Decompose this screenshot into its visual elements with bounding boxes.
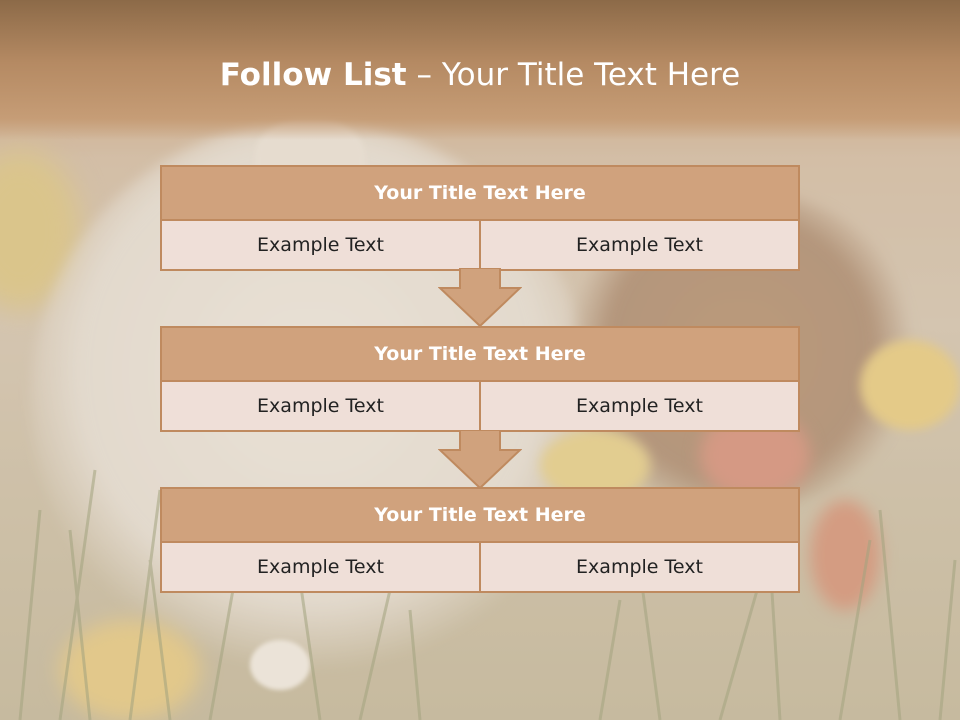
block-title[interactable]: Your Title Text Here <box>160 487 800 543</box>
block-left-cell[interactable]: Example Text <box>160 382 481 432</box>
down-arrow-icon <box>438 430 522 490</box>
block-title[interactable]: Your Title Text Here <box>160 165 800 221</box>
down-arrow-icon <box>438 268 522 328</box>
block-left-cell[interactable]: Example Text <box>160 543 481 593</box>
block-title[interactable]: Your Title Text Here <box>160 326 800 382</box>
block-right-cell[interactable]: Example Text <box>481 382 800 432</box>
list-block-2: Your Title Text Here Example Text Exampl… <box>160 326 800 432</box>
slide-title-rest: – Your Title Text Here <box>406 57 741 93</box>
block-left-cell[interactable]: Example Text <box>160 221 481 271</box>
block-right-cell[interactable]: Example Text <box>481 543 800 593</box>
block-right-cell[interactable]: Example Text <box>481 221 800 271</box>
slide-title: Follow List – Your Title Text Here <box>0 55 960 95</box>
slide-title-bold: Follow List <box>219 57 407 93</box>
list-block-3: Your Title Text Here Example Text Exampl… <box>160 487 800 593</box>
list-block-1: Your Title Text Here Example Text Exampl… <box>160 165 800 271</box>
